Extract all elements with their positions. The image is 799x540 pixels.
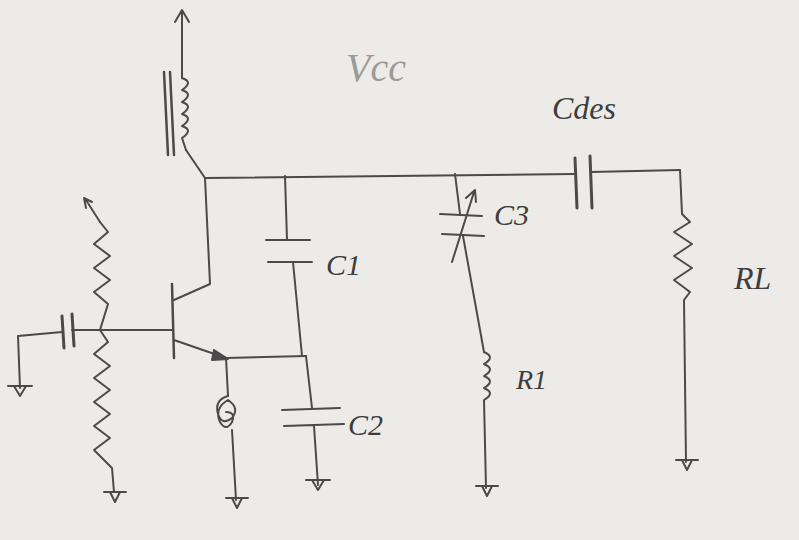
part-label: C2 xyxy=(348,410,383,440)
capacitor-symbol xyxy=(282,356,344,490)
transistor-symbol xyxy=(172,284,228,360)
inductor-symbol xyxy=(476,352,498,496)
part-label: C1 xyxy=(326,250,361,280)
collector-wire xyxy=(174,178,210,300)
rf-choke-symbol xyxy=(164,10,205,178)
part-label: Cdes xyxy=(552,92,616,124)
base-bias-symbol xyxy=(8,198,172,502)
part-label: C3 xyxy=(494,200,529,230)
capacitor-symbol xyxy=(266,176,312,356)
part-label: RL xyxy=(734,262,771,294)
emitter-wire xyxy=(226,356,306,358)
part-label: Vcc xyxy=(346,48,406,88)
variable-capacitor-symbol xyxy=(440,174,484,352)
emitter-choke-symbol xyxy=(217,358,248,508)
capacitor-symbol xyxy=(575,156,592,208)
top-wire xyxy=(205,170,680,178)
resistor-symbol xyxy=(674,170,698,470)
part-label: R1 xyxy=(516,366,547,394)
